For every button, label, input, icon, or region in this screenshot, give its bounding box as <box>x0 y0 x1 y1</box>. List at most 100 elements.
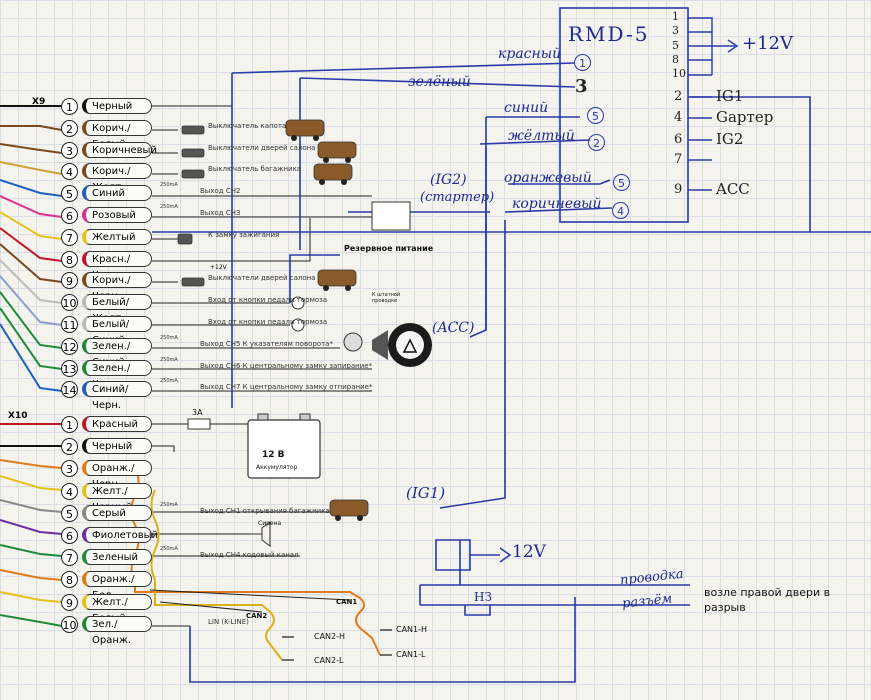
x9-pin-4: 4 <box>61 163 78 181</box>
x10-pin-6: 6 <box>61 527 78 544</box>
x10-pin-7: 7 <box>61 549 78 567</box>
x9-pin-6: 6 <box>61 207 78 224</box>
module-out-label-9: ACC <box>716 180 750 198</box>
x9-wire-desc-14: Выход CH7 К центральному замку отпирание… <box>200 383 373 392</box>
x9-pin-8: 8 <box>61 250 78 268</box>
x9-wire-label-1: Черный <box>82 98 152 114</box>
module-out-label-2: IG1 <box>716 87 744 105</box>
x9-wire-desc-12: Выход CH5 К указателям поворота* <box>200 339 333 348</box>
module-input-pin-3: 3 <box>575 76 588 97</box>
module-input-orange: оранжевый <box>504 170 592 186</box>
x9-wire-label-6: Розовый <box>82 207 152 223</box>
car-wheels <box>291 135 363 521</box>
can1-h-label: CAN1-H <box>396 625 428 634</box>
x10-wire-label-7: Зеленый <box>82 549 152 566</box>
module-out-pin-9: 9 <box>674 182 683 197</box>
x9-pin-12: 12 <box>61 337 78 355</box>
battery-terminal-minus <box>299 413 311 421</box>
x9-wire-label-12: Зелен./Синий <box>82 337 152 368</box>
x9-wire-label-4: Корич./Желт. <box>82 163 152 193</box>
x10-wire-desc-7: Выход CH4 кодовый канал <box>200 551 299 560</box>
x9-harness <box>0 105 63 392</box>
right-door-note: возле правой двери в разрыв <box>704 586 831 614</box>
module-right-pin-lines <box>688 17 739 191</box>
module-input-pin-5b: 5 <box>613 174 630 191</box>
lock-switch-shape <box>343 332 363 352</box>
nc-contact-annotation: НЗ <box>474 590 492 604</box>
module-input-green: зелёный <box>408 74 471 90</box>
x10-pin-9: 9 <box>61 593 78 611</box>
x9-wire-desc-13: Выход CH6 К центральному замку запирание… <box>200 361 373 370</box>
x9-current-label-13: 250mA <box>160 356 178 363</box>
x9-current-label-5: 250mA <box>160 182 178 189</box>
switch-symbols <box>177 125 205 287</box>
x10-wire-label-5: Серый <box>82 504 152 521</box>
x9-wire-label-13: Зелен./Черн. <box>82 359 152 390</box>
x10-pin-5: 5 <box>61 504 78 522</box>
fuse-symbol <box>187 418 211 430</box>
x9-pin-7: 7 <box>61 228 78 246</box>
plus12-print-label: +12V <box>210 264 227 271</box>
fuse-label: 3A <box>192 408 203 417</box>
x10-wire-label-6: Фиолетовый <box>82 527 158 543</box>
siren-symbol <box>250 521 271 547</box>
x9-pin-10: 10 <box>61 294 78 312</box>
can-wires <box>130 467 392 661</box>
module-input-brown: коричневый <box>512 196 602 212</box>
brake-pedal-icons <box>291 296 305 332</box>
module-right-pin-1: 1 <box>672 10 679 23</box>
x9-connector-label: X9 <box>32 97 46 107</box>
can2-h-label: CAN2-H <box>314 632 346 641</box>
lamp-shape <box>372 330 388 360</box>
x9-pin-2: 2 <box>61 119 78 137</box>
x9-wire-label-2: Корич./Белый <box>82 119 152 150</box>
module-input-pin-2: 2 <box>588 134 605 151</box>
x9-wire-label-8: Красн./Черн. <box>82 250 152 281</box>
x9-wire-desc-7: К замку зажигания <box>208 230 280 239</box>
battery-terminal-plus <box>257 413 269 421</box>
x10-pin-4: 4 <box>61 482 78 500</box>
ig2-annotation: (IG2) <box>430 172 467 188</box>
module-input-red: красный <box>498 46 562 62</box>
x9-wire-desc-6: Выход CH3 <box>200 209 241 217</box>
x10-wire-label-9: Желт./Белый <box>82 593 152 624</box>
x9-current-label-12: 250mA <box>160 334 178 341</box>
module-plus12-label: +12V <box>742 33 793 54</box>
module-title: RMD-5 <box>568 22 650 46</box>
x10-wire-label-1: Красный <box>82 416 152 432</box>
module-out-label-6: IG2 <box>716 130 744 148</box>
x10-harness <box>0 423 63 627</box>
x9-current-label-6: 250mA <box>160 204 178 210</box>
x10-wire-desc-5: Выход CH1 открывания багажника <box>200 506 330 515</box>
x10-wire-desc-10: LIN (K-LINE) <box>208 617 249 626</box>
x9-pin-14: 14 <box>61 381 78 399</box>
x10-current-label-7: 250mA <box>160 546 178 553</box>
x9-pin-13: 13 <box>61 359 78 377</box>
module-input-pin-4: 4 <box>612 202 629 219</box>
battery-label: Аккумулятор <box>256 464 298 471</box>
module-out-pin-2: 2 <box>674 89 683 104</box>
x9-pin-1: 1 <box>61 98 78 115</box>
can2-label: CAN2 <box>246 612 268 620</box>
x10-pin-3: 3 <box>61 460 78 478</box>
module-right-pin-10: 10 <box>672 67 686 81</box>
v12-annotation: 12V <box>512 542 546 562</box>
x10-pin-8: 8 <box>61 571 78 589</box>
x9-pin-11: 11 <box>61 316 78 333</box>
x9-wire-desc-4: Выключатель багажника <box>208 165 302 174</box>
printed-wires <box>152 105 372 627</box>
x10-wire-label-2: Черный <box>82 438 152 455</box>
x9-wire-desc-9: Выключатели дверей салона <box>208 274 316 283</box>
battery-voltage-label: 12 В <box>262 450 285 460</box>
reserve-power-label: Резервное питание <box>344 244 434 253</box>
x10-pin-1: 1 <box>61 416 78 433</box>
module-input-pin-1: 1 <box>574 54 591 71</box>
x9-wire-desc-3: Выключатели дверей салона <box>208 143 316 152</box>
x9-wire-label-3: Коричневый <box>82 141 157 158</box>
siren-label: Сирена <box>258 520 282 527</box>
x9-current-label-14: 250mA <box>160 378 178 385</box>
module-out-pin-6: 6 <box>674 132 683 147</box>
x10-pin-2: 2 <box>61 438 78 456</box>
x9-wire-desc-2: Выключатель капота <box>208 121 287 130</box>
